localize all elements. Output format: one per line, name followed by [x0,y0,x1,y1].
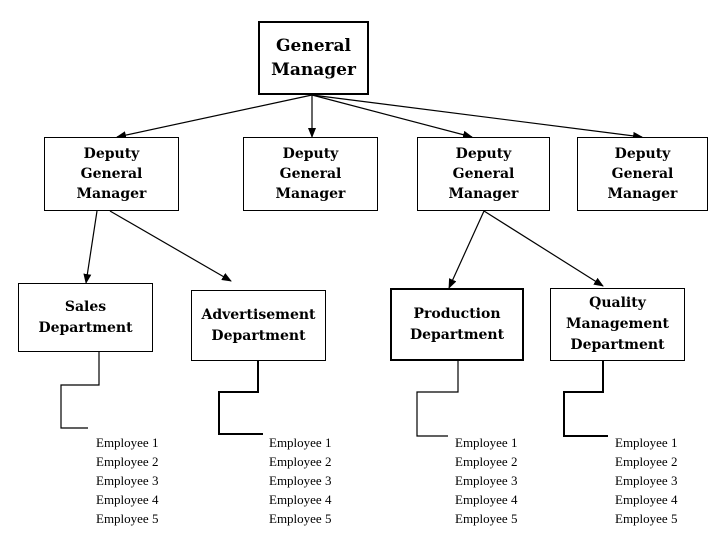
employee-bracket-advertisement [218,361,263,435]
arrow-deputy-1-to-advertisement [109,210,232,282]
employee-item: Employee 1 [615,435,678,450]
employee-item: Employee 4 [269,492,332,507]
employee-item: Employee 3 [269,473,332,488]
arrow-gm-to-deputy-4 [311,94,643,140]
employee-item: Employee 3 [615,473,678,488]
quality-employee-list: Employee 1 Employee 2 Employee 3 Employe… [615,433,677,528]
arrow-deputy-3-to-production [448,210,485,289]
employee-item: Employee 3 [455,473,518,488]
quality-management-department-box: Quality Management Department [550,288,685,361]
employee-bracket-quality [563,361,608,437]
employee-item: Employee 3 [96,473,159,488]
advertisement-employee-list: Employee 1 Employee 2 Employee 3 Employe… [269,433,331,528]
employee-item: Employee 2 [615,454,678,469]
employee-item: Employee 5 [96,511,159,526]
general-manager-box: General Manager [258,21,369,95]
sales-employee-list: Employee 1 Employee 2 Employee 3 Employe… [96,433,158,528]
deputy-general-manager-box-3: Deputy General Manager [417,137,550,211]
arrow-gm-to-deputy-1 [116,94,313,140]
employee-item: Employee 5 [269,511,332,526]
sales-department-box: Sales Department [18,283,153,352]
production-employee-list: Employee 1 Employee 2 Employee 3 Employe… [455,433,517,528]
arrow-gm-to-deputy-3 [311,94,473,139]
employee-item: Employee 5 [455,511,518,526]
employee-bracket-production [416,361,459,437]
production-department-box: Production Department [390,288,524,361]
advertisement-department-box: Advertisement Department [191,290,326,361]
employee-item: Employee 2 [96,454,159,469]
employee-item: Employee 2 [269,454,332,469]
employee-item: Employee 4 [615,492,678,507]
employee-item: Employee 1 [455,435,518,450]
employee-bracket-sales [60,352,100,429]
arrow-deputy-3-to-quality [483,210,604,287]
employee-item: Employee 5 [615,511,678,526]
arrow-deputy-1-to-sales [83,210,98,284]
employee-item: Employee 1 [96,435,159,450]
deputy-general-manager-box-4: Deputy General Manager [577,137,708,211]
employee-item: Employee 1 [269,435,332,450]
employee-item: Employee 4 [96,492,159,507]
employee-item: Employee 2 [455,454,518,469]
deputy-general-manager-box-1: Deputy General Manager [44,137,179,211]
deputy-general-manager-box-2: Deputy General Manager [243,137,378,211]
employee-item: Employee 4 [455,492,518,507]
